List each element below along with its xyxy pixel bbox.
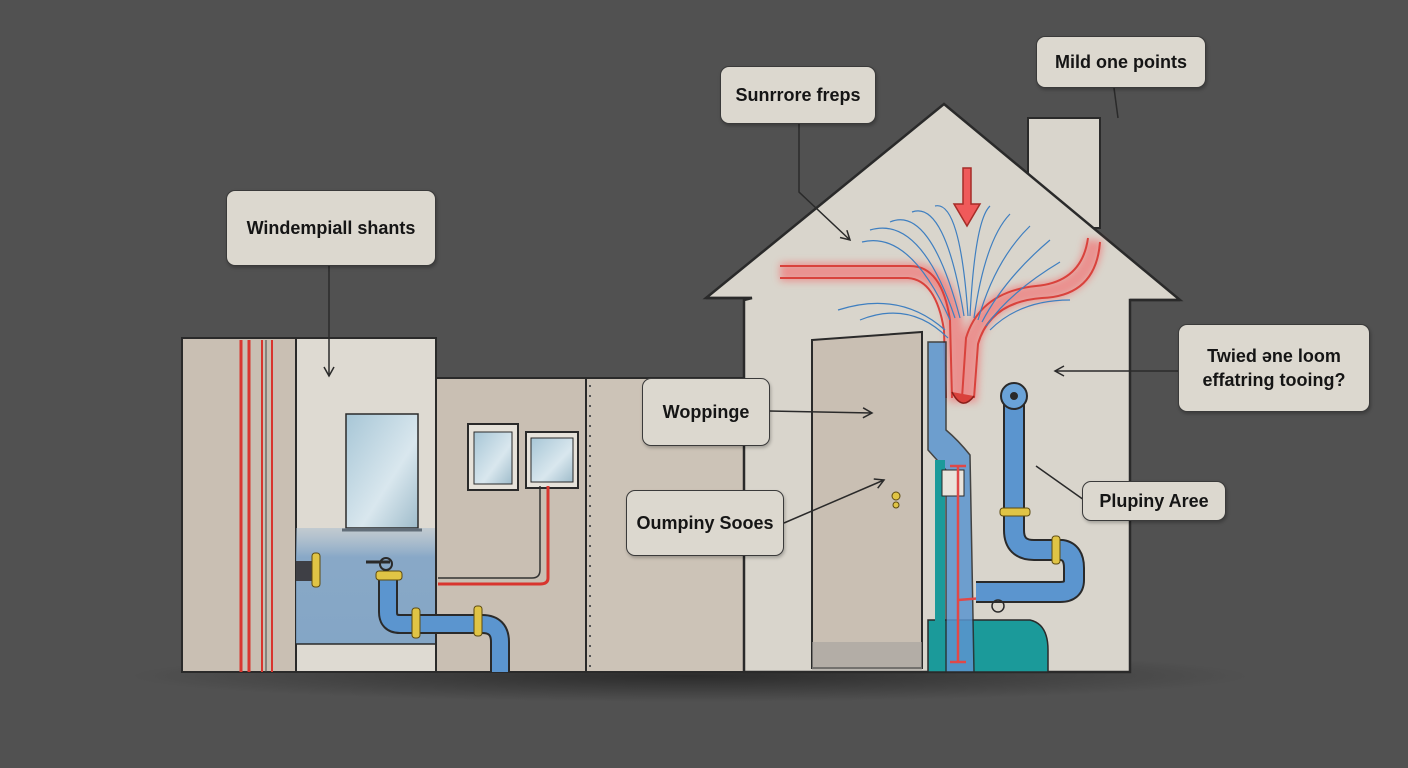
callout-sunrrore-freps: Sunrrore freps — [720, 66, 876, 124]
wall-wiring — [239, 340, 273, 672]
callout-sunrrore-text: Sunrrore freps — [735, 85, 861, 105]
water-pipe-right — [976, 382, 1085, 613]
callout-twied-ene-loom: Twied əne loom effatring tooing? — [1178, 324, 1370, 412]
callout-mild-one-points: Mild one points — [1036, 36, 1206, 88]
callout-plupiny-aree: Plupiny Aree — [1082, 481, 1226, 521]
water-pipe-left — [366, 557, 510, 672]
vertical-pipe-wide — [927, 341, 975, 673]
callout-twied-line1: Twied əne loom — [1207, 346, 1341, 366]
window-wire — [438, 486, 541, 579]
heat-down-arrow — [952, 167, 982, 228]
callout-woppinge: Woppinge — [642, 378, 770, 446]
callout-plupiny-text: Plupiny Aree — [1099, 491, 1209, 511]
callout-mild-text: Mild one points — [1055, 52, 1187, 72]
callout-windempiall-shants: Windempiall shants — [226, 190, 436, 266]
door[interactable] — [811, 330, 923, 669]
callout-oumpiny-text: Oumpiny Sooes — [636, 513, 774, 533]
callout-oumpiny-sooes: Oumpiny Sooes — [626, 490, 784, 556]
callout-leaders — [323, 87, 1178, 524]
air-flow — [837, 205, 1071, 339]
callout-windempiall-text: Windempiall shants — [246, 218, 416, 238]
callout-woppinge-text: Woppinge — [662, 402, 750, 422]
pipe-clamp-left — [311, 552, 321, 588]
pipe-coupler — [941, 469, 965, 497]
callout-twied-line2: effatring tooing? — [1202, 370, 1346, 390]
left-wall-slab — [181, 337, 297, 673]
door-knob[interactable] — [891, 491, 901, 501]
window-left — [345, 413, 419, 529]
